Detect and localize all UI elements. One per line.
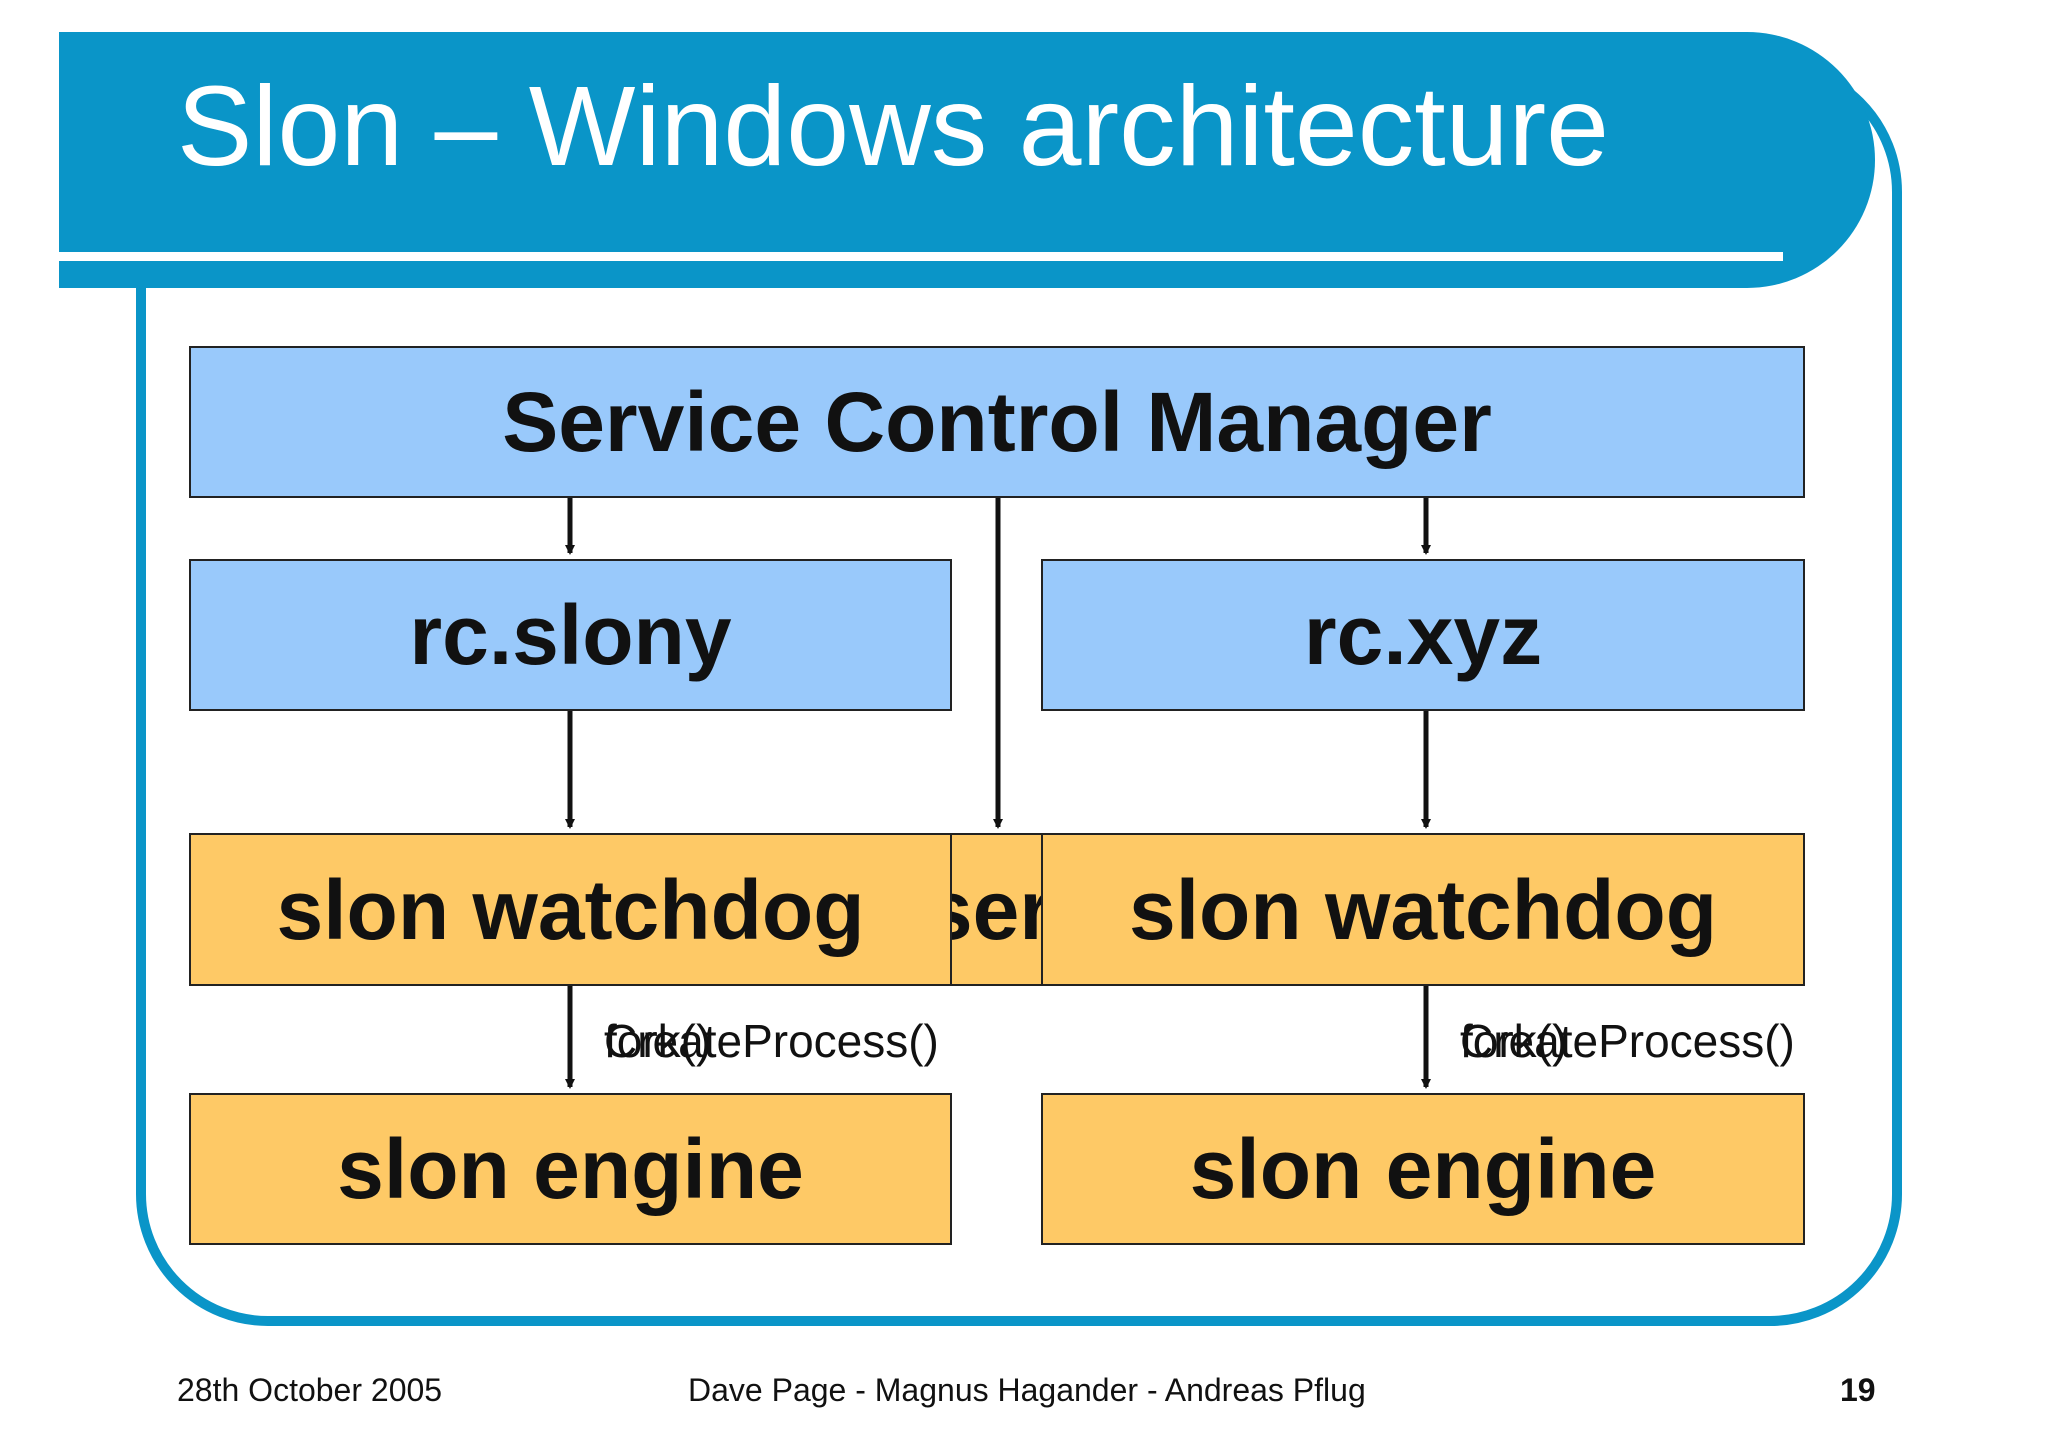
slon-watchdog-right-box: slon watchdog [1041,833,1805,986]
page-number: 19 [1840,1372,1876,1408]
process-label-right: fork() CreateProcess() [1460,1015,1795,1067]
title-underline [59,252,1783,261]
createprocess-label: CreateProcess() [604,1015,939,1067]
slon-engine-right-box: slon engine [1041,1093,1805,1245]
rc-xyz-box: rc.xyz [1041,559,1805,711]
footer-authors: Dave Page - Magnus Hagander - Andreas Pf… [688,1372,1366,1408]
createprocess-label: CreateProcess() [1460,1015,1795,1067]
rc-slony-box: rc.slony [189,559,952,711]
slon-watchdog-left-box: slon watchdog [189,833,952,986]
process-label-left: fork() CreateProcess() [604,1015,939,1067]
service-control-manager-box: Service Control Manager [189,346,1805,498]
slon-engine-left-box: slon engine [189,1093,952,1245]
slide-title: Slon – Windows architecture [177,63,1609,189]
fork-label: fork() [1460,1015,1568,1067]
title-banner [59,32,1875,288]
fork-label: fork() [604,1015,712,1067]
footer-date: 28th October 2005 [177,1372,443,1408]
